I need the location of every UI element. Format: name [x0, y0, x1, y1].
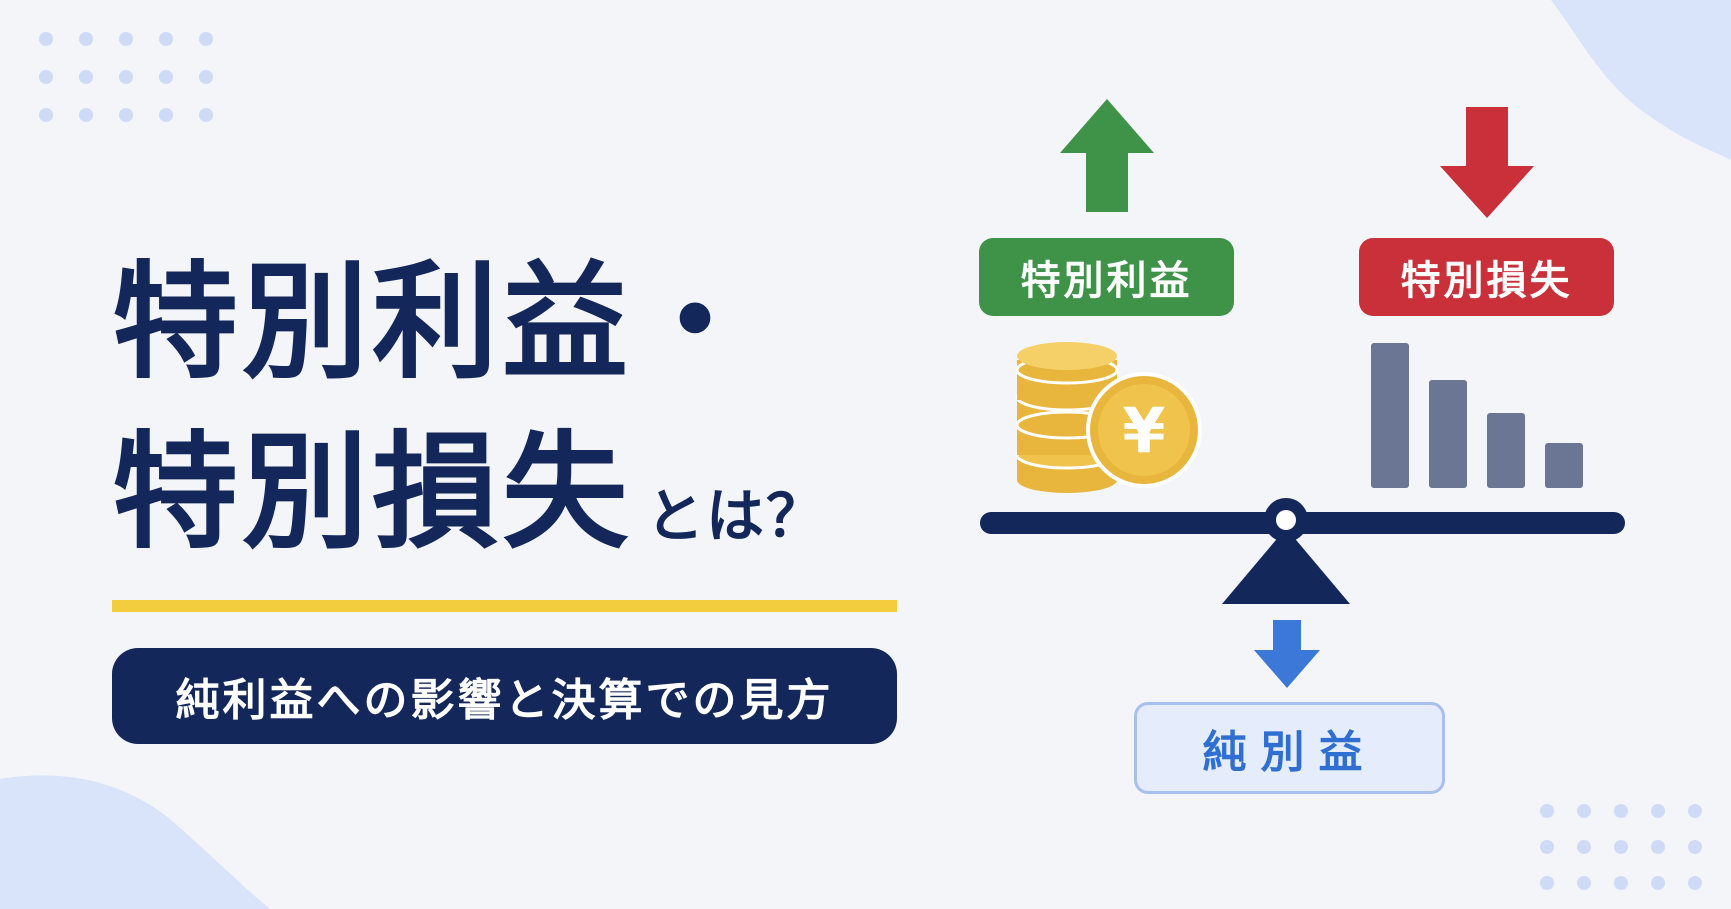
- decorative-dot: [1651, 840, 1665, 854]
- subtitle-text: 純利益への影響と決算での見方: [175, 675, 834, 726]
- decorative-dot: [199, 108, 213, 122]
- decorative-dot: [159, 32, 173, 46]
- decorative-dot: [1540, 876, 1554, 890]
- decorative-dot: [1577, 876, 1591, 890]
- decorative-dot: [1577, 804, 1591, 818]
- yen-symbol: ¥: [1122, 394, 1165, 467]
- decorative-dot: [1614, 804, 1628, 818]
- decorative-dot: [1577, 840, 1591, 854]
- decorative-dot: [39, 70, 53, 84]
- decorative-dot: [1688, 840, 1702, 854]
- decorative-dot: [199, 70, 213, 84]
- decorative-dot: [1540, 840, 1554, 854]
- blue-down-arrow-icon: [1254, 620, 1320, 688]
- decorative-dot: [1651, 876, 1665, 890]
- net-result-text: 純別益: [1202, 727, 1377, 778]
- decorative-dot: [199, 32, 213, 46]
- headline-line-2: 特別損失とは？: [112, 430, 826, 556]
- yen-coin-icon: ¥: [1086, 372, 1202, 488]
- green-up-arrow-icon: [1060, 99, 1154, 212]
- decorative-dot: [159, 70, 173, 84]
- headline-suffix: とは？: [646, 482, 827, 550]
- decorative-dot: [119, 70, 133, 84]
- extraordinary-loss-text: 特別損失: [1400, 258, 1573, 304]
- decorative-dot: [1614, 876, 1628, 890]
- background-blob-top-right: [1551, 0, 1731, 160]
- background-blob-bottom-left: [0, 775, 270, 909]
- declining-bars-icon: [1371, 343, 1583, 488]
- headline-underline: [112, 600, 897, 612]
- extraordinary-gain-label: 特別利益: [979, 238, 1234, 316]
- decorative-dot: [79, 70, 93, 84]
- decorative-dot: [39, 108, 53, 122]
- decorative-dot: [1688, 876, 1702, 890]
- subtitle-banner: 純利益への影響と決算での見方: [112, 648, 897, 744]
- net-result-label: 純別益: [1134, 702, 1445, 794]
- decorative-dot: [1688, 804, 1702, 818]
- headline-main: 特別損失: [112, 419, 632, 566]
- decorative-dot: [79, 108, 93, 122]
- decorative-dot-grid: [1540, 804, 1702, 890]
- decorative-dot: [159, 108, 173, 122]
- decorative-dot: [1540, 804, 1554, 818]
- decorative-dot-grid: [39, 32, 213, 122]
- decorative-dot: [1614, 840, 1628, 854]
- balance-scale-icon: [980, 498, 1625, 604]
- decorative-dot: [79, 32, 93, 46]
- extraordinary-loss-label: 特別損失: [1359, 238, 1614, 316]
- decorative-dot: [119, 32, 133, 46]
- extraordinary-gain-text: 特別利益: [1020, 258, 1193, 304]
- red-down-arrow-icon: [1440, 107, 1534, 218]
- decorative-dot: [39, 32, 53, 46]
- decorative-dot: [119, 108, 133, 122]
- decorative-dot: [1651, 804, 1665, 818]
- headline-line-1: 特別利益・: [112, 249, 762, 396]
